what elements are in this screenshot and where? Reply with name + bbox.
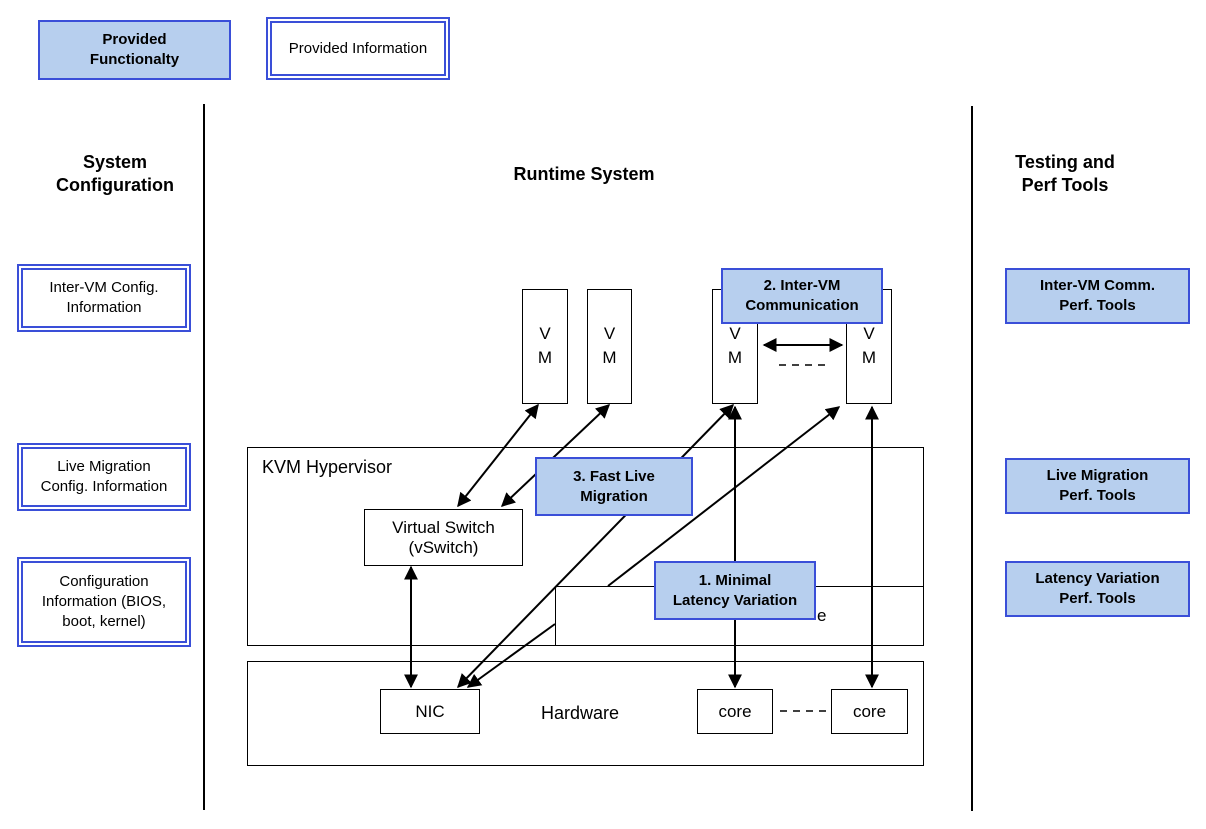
fast-live-migration: 3. Fast Live Migration [535,457,693,516]
heading-runtime-system: Runtime System [513,164,655,184]
arrow-vm4-nic-lower [466,623,556,688]
kvm-hypervisor-label: KVM Hypervisor [262,457,393,477]
heading-testing-tools: Testing and Perf Tools [1015,152,1115,195]
hypervisor-subbox-label: e [817,606,827,625]
core-box-2: core [831,689,908,734]
live-migration-perf-tools: Live Migration Perf. Tools [1005,458,1190,514]
live-migration-config-info: Live Migration Config. Information [17,443,191,511]
vm-1: V M [522,289,568,404]
legend-information: Provided Information [266,17,450,80]
inter-vm-communication: 2. Inter-VM Communication [721,268,883,324]
hardware-label: Hardware [541,703,620,723]
core-box-1: core [697,689,773,734]
column-divider-right [971,106,973,811]
legend-functionality: Provided Functionalty [38,20,231,80]
heading-system-configuration: System Configuration [56,152,174,195]
vm-2: V M [587,289,632,404]
configuration-info-bios: Configuration Information (BIOS, boot, k… [17,557,191,647]
latency-variation-perf-tools: Latency Variation Perf. Tools [1005,561,1190,617]
nic-box: NIC [380,689,480,734]
arrow-vm1-vswitch [457,403,539,508]
arrow-vm3-nic [457,403,734,689]
column-divider-left [203,104,205,810]
inter-vm-config-info: Inter-VM Config. Information [17,264,191,332]
minimal-latency-variation: 1. Minimal Latency Variation [654,561,816,620]
inter-vm-perf-tools: Inter-VM Comm. Perf. Tools [1005,268,1190,324]
arrow-vm4-nic [607,406,841,587]
